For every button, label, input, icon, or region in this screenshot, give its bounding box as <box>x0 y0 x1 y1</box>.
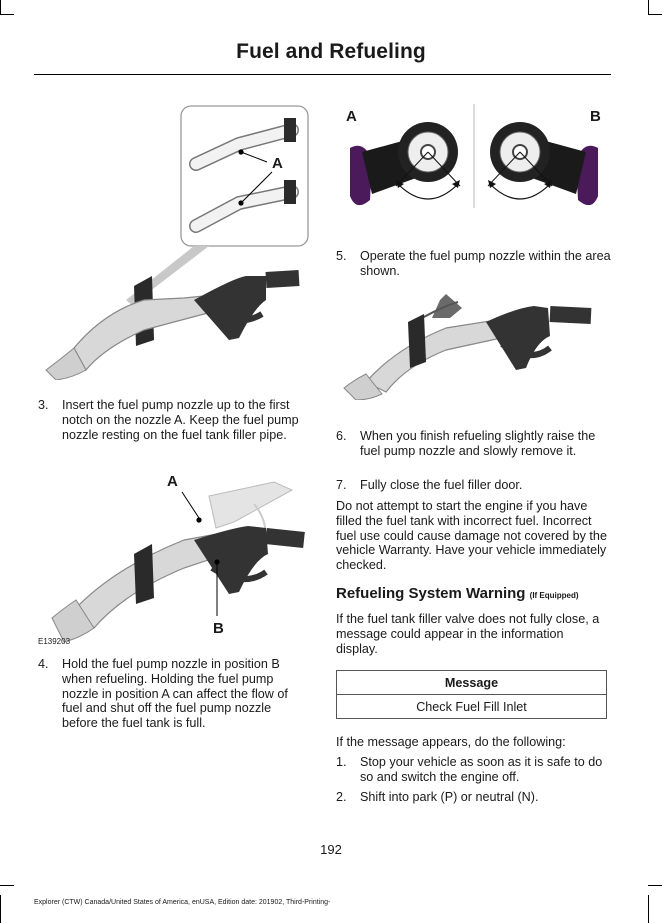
if-equipped-qualifier: (If Equipped) <box>529 591 579 600</box>
footer-edition: Explorer (CTW) Canada/United States of A… <box>34 899 331 906</box>
crop-mark <box>648 0 649 14</box>
step-text: When you finish refueling slightly raise… <box>360 429 596 458</box>
header-rule <box>34 74 611 75</box>
figure-code: E139203 <box>38 637 71 646</box>
section-title-text: Refueling System Warning <box>336 585 526 602</box>
callout-label-a: A <box>167 473 178 490</box>
step-number: 1. <box>336 755 347 769</box>
step-text: Operate the fuel pump nozzle within the … <box>360 249 611 278</box>
section-intro: If the fuel tank filler valve does not f… <box>336 612 600 656</box>
callout-label-a: A <box>346 108 357 125</box>
page-title: Fuel and Refueling <box>236 40 426 63</box>
step-number: 5. <box>336 249 347 263</box>
message-table: Message Check Fuel Fill Inlet <box>336 670 607 719</box>
crop-mark <box>0 895 1 923</box>
table-cell: Check Fuel Fill Inlet <box>336 694 607 719</box>
callout-label-b: B <box>590 108 601 125</box>
crop-mark <box>0 0 1 14</box>
step-number: 6. <box>336 429 347 443</box>
table-row: Check Fuel Fill Inlet <box>336 694 607 719</box>
nozzle-positions-illustration <box>34 468 314 648</box>
section-step-1: 1. Stop your vehicle as soon as it is sa… <box>336 755 611 787</box>
step-text: Fully close the fuel filler door. <box>360 478 523 492</box>
section-title: Refueling System Warning (If Equipped) <box>336 585 611 602</box>
table-header-message: Message <box>336 670 607 695</box>
step-text: Shift into park (P) or neutral (N). <box>360 790 539 804</box>
incorrect-fuel-paragraph: Do not attempt to start the engine if yo… <box>336 499 607 573</box>
step-text: Stop your vehicle as soon as it is safe … <box>360 755 603 784</box>
step-3: 3. Insert the fuel pump nozzle up to the… <box>38 398 310 460</box>
crop-mark <box>0 14 14 15</box>
step-5: 5. Operate the fuel pump nozzle within t… <box>336 249 611 281</box>
callout-label-a: A <box>272 155 283 172</box>
crop-mark <box>0 885 14 886</box>
callout-label-b: B <box>213 620 224 637</box>
step-text: Insert the fuel pump nozzle up to the fi… <box>62 398 299 442</box>
page-number: 192 <box>320 842 342 857</box>
section-step-2: 2. Shift into park (P) or neutral (N). <box>336 790 611 806</box>
step-number: 7. <box>336 478 347 492</box>
step-number: 2. <box>336 790 347 804</box>
crop-mark <box>648 895 649 923</box>
step-text: Hold the fuel pump nozzle in position B … <box>62 657 288 731</box>
nozzle-first-notch-illustration <box>34 100 314 380</box>
after-table-text: If the message appears, do the following… <box>336 735 566 749</box>
step-number: 3. <box>38 398 49 412</box>
step-7: 7. Fully close the fuel filler door. <box>336 478 611 494</box>
step-4: 4. Hold the fuel pump nozzle in position… <box>38 657 310 733</box>
crop-mark <box>648 885 662 886</box>
filler-neck-angle-illustration <box>336 100 611 240</box>
step-6: 6. When you finish refueling slightly ra… <box>336 429 611 477</box>
crop-mark <box>648 14 662 15</box>
nozzle-operating-area-illustration <box>336 288 611 400</box>
step-number: 4. <box>38 657 49 671</box>
